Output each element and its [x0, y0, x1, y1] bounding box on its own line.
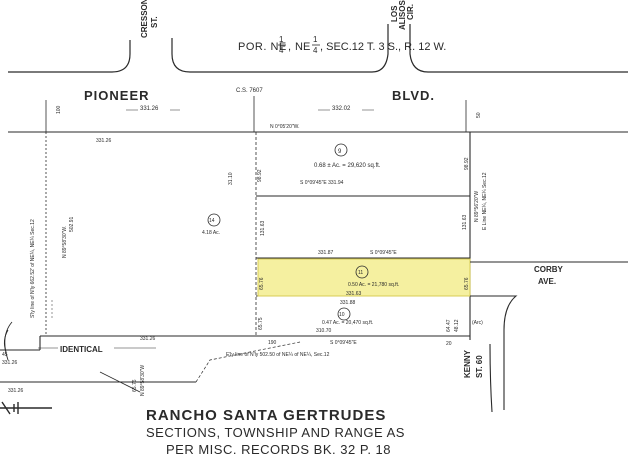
left-331-26: 331.26: [2, 360, 18, 366]
identical-street: [0, 321, 301, 393]
parcel-11-area: 0.50 Ac. = 21,780 sq.ft.: [348, 282, 399, 288]
dim-65-76-right: 65.76: [464, 277, 470, 290]
blvd-label: BLVD.: [392, 88, 435, 103]
parcel-9-number: 9: [338, 149, 342, 155]
parcel-9-area: 0.68 ± Ac. = 29,620 sq.ft.: [314, 163, 381, 169]
cir-label: CIR.: [406, 4, 415, 20]
east-mid-dim: 131.63: [462, 214, 468, 230]
footer-line-2: SECTIONS, TOWNSHIP AND RANGE AS: [146, 425, 405, 440]
parcel-11-top-bearing: S 0°09'45"E: [370, 250, 397, 256]
header-por-ne: POR. NE: [238, 41, 287, 53]
corby-label: CORBY: [534, 265, 564, 274]
s-line-note: S'ly line of N'ly 662.52' of NE¼, NE¼ Se…: [30, 219, 36, 318]
cresson-st-label: ST.: [150, 16, 159, 28]
corby-ave: [470, 261, 628, 413]
cs-number: C.S. 7607: [236, 88, 263, 94]
parcel-14-circle: [207, 213, 221, 227]
header-frac-num-2: 1: [313, 35, 318, 44]
bearing-mid: S 0°09'45"E 331.94: [300, 180, 344, 186]
pioneer-label: PIONEER: [84, 88, 150, 103]
header-frac-den-2: 4: [313, 46, 318, 55]
cresson-label: CRESSON: [140, 0, 149, 38]
dim-98-92-left: 98.92: [257, 169, 263, 182]
parcel-10-number: 10: [339, 312, 345, 318]
bearing-north: N 0°05'20"W.: [270, 124, 299, 130]
parcel-10-bottom-bearing: S 0°09'45"E: [330, 340, 357, 346]
left-bearing: N 89°58'30"W.: [62, 226, 68, 258]
parcel-11-bottom: 331.63: [346, 291, 362, 297]
dim-100-label: 100: [56, 105, 62, 114]
parcel-11-top-dim: 331.87: [318, 250, 334, 256]
parcel-9-circle: [334, 143, 348, 157]
top-right-dim: 332.02: [332, 106, 351, 112]
kenny-label: KENNY: [463, 349, 472, 378]
identical-label: IDENTICAL: [60, 345, 103, 354]
dim-65-75: 65.75: [258, 317, 264, 330]
footer-line-3: PER MISC. RECORDS BK. 32 P. 18: [166, 442, 391, 457]
top-left-dim: 331.26: [140, 106, 159, 112]
header-comma: ,: [288, 41, 291, 53]
east-bearing: N 89°56'20"W: [474, 191, 480, 222]
header-frac-num-1: 1: [279, 35, 284, 44]
dim-64-47: 64.47: [446, 319, 452, 332]
cresson-right-curb: [171, 24, 389, 73]
left-dim: 502.91: [69, 216, 75, 232]
lower-left-dim-a: 65.76: [132, 379, 138, 392]
alisos-label: ALISOS: [398, 0, 407, 30]
header-frac-den-1: 4: [279, 46, 284, 55]
tiny-tick-label: 31.10: [228, 172, 234, 185]
dim-190: 190: [268, 340, 277, 346]
parcel-11-number: 11: [358, 270, 363, 276]
lower-left-dim-b: N 89°58'30"W: [140, 365, 146, 396]
parcel-10-bottom-dim: 310.70: [316, 328, 332, 334]
north-arrow-icon: [0, 401, 52, 415]
left-45: 45: [2, 352, 8, 358]
dim-50-label: 50: [476, 112, 482, 118]
parcel-10-top: 331.88: [340, 300, 356, 306]
dim-20: 20: [446, 341, 452, 347]
lower-left-331-26: 331.26: [8, 388, 24, 394]
centerline-ticks: [45, 96, 467, 132]
corby-ave-label: AVE.: [538, 277, 556, 286]
parcel-10-circle: [337, 307, 351, 321]
arc-note: (Arc): [472, 320, 483, 326]
footer-title: RANCHO SANTA GERTRUDES: [146, 407, 386, 424]
los-label: LOS: [390, 5, 399, 22]
parcel-14-area: 4.18 Ac.: [202, 230, 220, 236]
north-line-left-dim: 331.26: [96, 138, 112, 144]
kenny-st-label: ST. 60: [475, 355, 484, 378]
header-ne-2: NE: [295, 41, 310, 53]
dim-48-12: 48.12: [454, 319, 460, 332]
cresson-left-curb: [8, 40, 131, 73]
east-note: E Line NE¼, NE¼ Sec.12: [482, 172, 488, 230]
dim-98-92-right: 98.92: [464, 157, 470, 170]
street-outlines: [8, 24, 628, 73]
dim-65-76-left: 65.76: [259, 277, 265, 290]
dim-331-26-bottom: 331.26: [140, 336, 156, 342]
parcel-14-number: 14: [209, 218, 215, 224]
header-sec: , SEC.12 T. 3 S., R. 12 W.: [320, 41, 446, 53]
parcel-11-circle: [355, 265, 369, 279]
w-line-note: E'ly line of N'ly 502.50 of NE¼ of NE¼, …: [226, 352, 330, 358]
los-alisos-curb: [409, 24, 628, 73]
parcel-10-area: 0.47 Ac. = 20,470 sq.ft.: [322, 320, 373, 326]
dim-131-63: 131.63: [260, 220, 266, 236]
